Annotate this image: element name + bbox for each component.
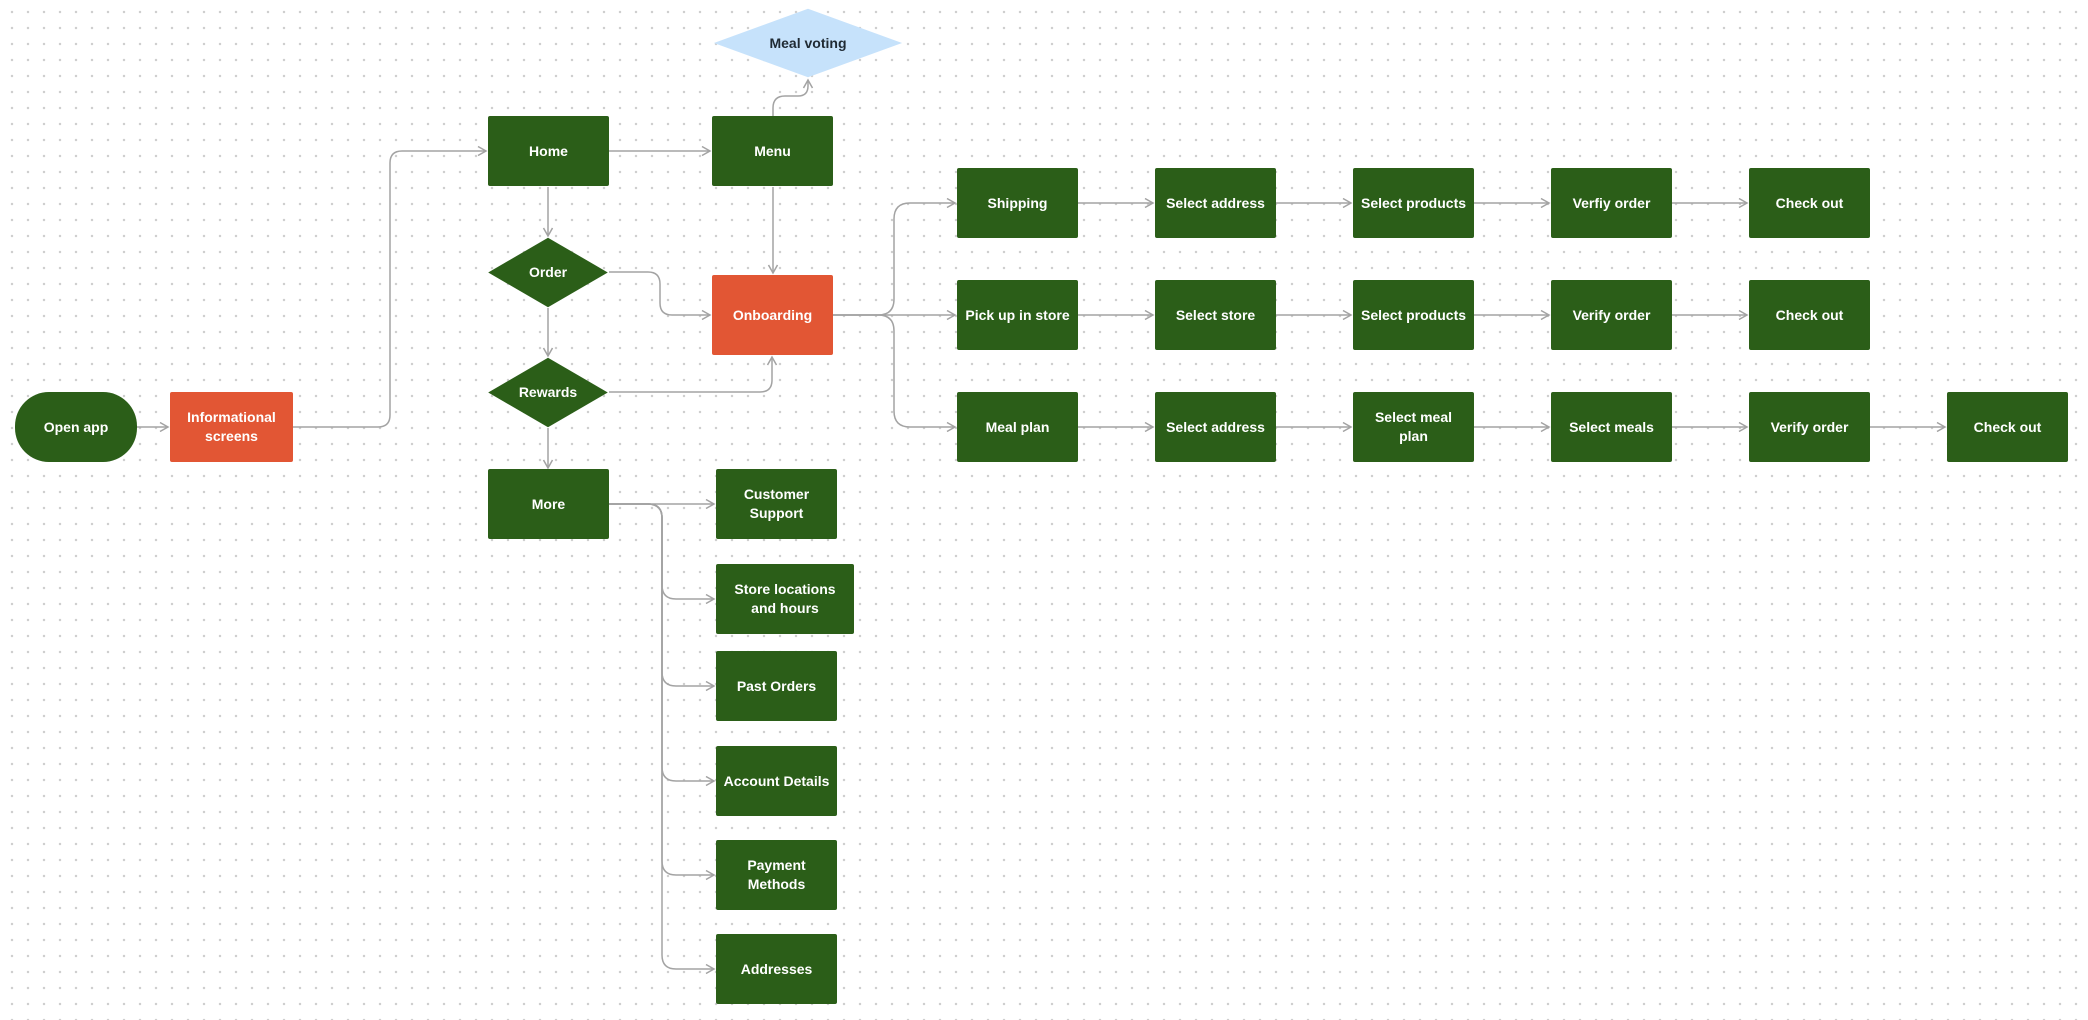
- shipping-select-products-node[interactable]: Select products: [1353, 168, 1474, 238]
- pickup-select-store-label: Select store: [1175, 306, 1256, 323]
- mealplan-verify-order-label: Verify order: [1770, 418, 1849, 435]
- edge-onboarding-to-meal-plan: [833, 314, 957, 433]
- pickup-select-products-label: Select products: [1360, 306, 1467, 323]
- pickup-label: Pick up in store: [965, 306, 1070, 323]
- pickup-select-store-node[interactable]: Select store: [1155, 280, 1276, 350]
- home-node[interactable]: Home: [488, 116, 609, 186]
- addresses-node[interactable]: Addresses: [716, 934, 837, 1004]
- meal-voting-label: Meal voting: [769, 34, 847, 51]
- account-details-label: Account Details: [723, 772, 830, 789]
- open-app-node[interactable]: Open app: [15, 392, 137, 462]
- more-label: More: [531, 495, 566, 512]
- order-label: Order: [528, 264, 568, 280]
- shipping-node[interactable]: Shipping: [957, 168, 1078, 238]
- payment-methods-label: Payment Methods: [747, 857, 806, 892]
- shipping-select-address-node[interactable]: Select address: [1155, 168, 1276, 238]
- past-orders-label: Past Orders: [736, 677, 817, 694]
- mealplan-verify-order-node[interactable]: Verify order: [1749, 392, 1870, 462]
- onboarding-label: Onboarding: [732, 306, 813, 323]
- pickup-check-out-label: Check out: [1775, 306, 1844, 323]
- addresses-label: Addresses: [740, 960, 813, 977]
- pickup-select-products-node[interactable]: Select products: [1353, 280, 1474, 350]
- mealplan-select-address-label: Select address: [1166, 418, 1265, 435]
- mealplan-check-out-node[interactable]: Check out: [1947, 392, 2068, 462]
- rewards-node[interactable]: Rewards: [487, 357, 609, 428]
- menu-label: Menu: [754, 142, 791, 159]
- shipping-select-address-label: Select address: [1166, 194, 1265, 211]
- order-diamond-shape: [488, 237, 608, 308]
- past-orders-node[interactable]: Past Orders: [716, 651, 837, 721]
- payment-methods-node[interactable]: Payment Methods: [716, 840, 837, 910]
- shipping-verify-order-node[interactable]: Verfiy order: [1551, 168, 1672, 238]
- account-details-node[interactable]: Account Details: [716, 746, 837, 816]
- mealplan-select-meal-plan-node[interactable]: Select meal plan: [1353, 392, 1474, 462]
- informational-screens-label: Informational screens: [187, 409, 276, 444]
- mealplan-check-out-label: Check out: [1973, 418, 2042, 435]
- rewards-label: Rewards: [518, 384, 578, 400]
- shipping-verify-order-label: Verfiy order: [1572, 194, 1651, 211]
- customer-support-node[interactable]: Customer Support: [716, 469, 837, 539]
- shipping-check-out-label: Check out: [1775, 194, 1844, 211]
- mealplan-select-meals-node[interactable]: Select meals: [1551, 392, 1672, 462]
- store-locations-node[interactable]: Store locations and hours: [716, 564, 854, 634]
- informational-screens-node[interactable]: Informational screens: [170, 392, 293, 462]
- edge-more-to-addresses: [609, 503, 716, 975]
- shipping-label: Shipping: [987, 194, 1048, 211]
- order-node[interactable]: Order: [487, 237, 609, 308]
- meal-voting-node[interactable]: Meal voting: [712, 8, 904, 78]
- shipping-check-out-node[interactable]: Check out: [1749, 168, 1870, 238]
- rewards-diamond-shape: [488, 357, 608, 428]
- mealplan-select-meals-label: Select meals: [1569, 418, 1654, 435]
- edge-rewards-to-onboarding: [609, 355, 778, 393]
- customer-support-label: Customer Support: [743, 486, 810, 521]
- home-label: Home: [529, 142, 568, 159]
- menu-node[interactable]: Menu: [712, 116, 833, 186]
- more-node[interactable]: More: [488, 469, 609, 539]
- mealplan-select-meal-plan-label: Select meal plan: [1374, 409, 1453, 444]
- pickup-check-out-node[interactable]: Check out: [1749, 280, 1870, 350]
- meal-plan-label: Meal plan: [985, 418, 1050, 435]
- mealplan-select-address-node[interactable]: Select address: [1155, 392, 1276, 462]
- meal-voting-diamond-shape: [713, 8, 903, 78]
- onboarding-node[interactable]: Onboarding: [712, 275, 833, 355]
- edge-onboarding-to-shipping: [833, 197, 957, 316]
- edge-order-to-onboarding: [609, 271, 712, 321]
- edge-informational-to-home: [293, 145, 488, 428]
- meal-plan-node[interactable]: Meal plan: [957, 392, 1078, 462]
- store-locations-label: Store locations and hours: [734, 581, 836, 616]
- shipping-select-products-label: Select products: [1360, 194, 1467, 211]
- edge-menu-to-meal-voting: [772, 78, 814, 116]
- pickup-verify-order-label: Verify order: [1572, 306, 1651, 323]
- pickup-node[interactable]: Pick up in store: [957, 280, 1078, 350]
- pickup-verify-order-node[interactable]: Verify order: [1551, 280, 1672, 350]
- open-app-label: Open app: [43, 418, 109, 435]
